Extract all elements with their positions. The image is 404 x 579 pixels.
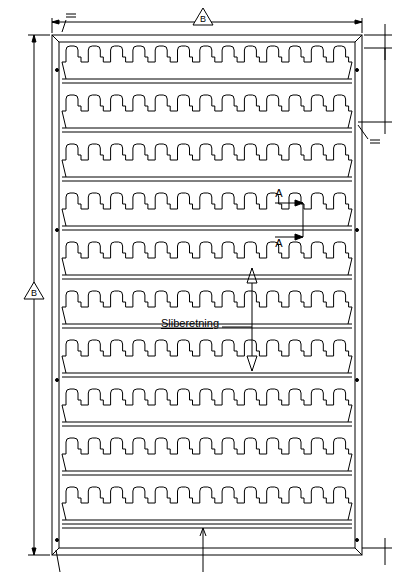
divider-end — [62, 454, 66, 471]
divider-end — [348, 209, 352, 226]
divider-end — [62, 503, 66, 520]
hole — [356, 539, 359, 542]
slot-row — [62, 291, 352, 307]
slot-row — [62, 438, 352, 454]
divider — [62, 279, 352, 280]
divider — [62, 83, 352, 84]
divider-end — [348, 503, 352, 520]
dimension-ref: B — [30, 289, 38, 298]
revision-triangle — [193, 8, 213, 25]
slot-row — [62, 389, 352, 405]
slot-row — [62, 340, 352, 356]
divider — [62, 475, 352, 476]
divider — [62, 426, 352, 427]
slot-row — [62, 46, 352, 62]
divider-end — [348, 62, 352, 79]
divider — [62, 373, 352, 374]
divider-end — [348, 405, 352, 422]
divider-end — [62, 111, 66, 128]
divider-end — [62, 356, 66, 373]
divider — [62, 79, 352, 80]
divider — [62, 226, 352, 227]
hole — [56, 229, 59, 232]
divider-end — [348, 160, 352, 177]
hole — [356, 229, 359, 232]
dimension-ref: B — [199, 15, 207, 24]
divider-end — [62, 209, 66, 226]
divider-end — [62, 258, 66, 275]
divider-end — [348, 307, 352, 324]
slot-row — [62, 95, 352, 111]
divider — [62, 128, 352, 129]
slot-row — [62, 193, 352, 209]
inner-frame — [59, 42, 355, 548]
note-text: Sliberetning — [161, 318, 219, 329]
divider-end — [62, 307, 66, 324]
section-label: A — [275, 188, 282, 199]
divider — [62, 132, 352, 133]
divider-end — [348, 454, 352, 471]
slot-row — [62, 487, 352, 503]
slot-row — [62, 242, 352, 258]
divider — [62, 471, 352, 472]
divider — [62, 177, 352, 178]
hole — [356, 379, 359, 382]
hole — [56, 539, 59, 542]
divider — [62, 377, 352, 378]
hole — [56, 379, 59, 382]
divider — [62, 275, 352, 276]
hole — [56, 69, 59, 72]
divider-end — [62, 405, 66, 422]
divider — [62, 520, 352, 521]
divider-end — [348, 356, 352, 373]
divider — [62, 230, 352, 231]
divider-end — [62, 62, 66, 79]
divider-end — [348, 258, 352, 275]
divider — [62, 422, 352, 423]
divider — [62, 524, 352, 525]
section-label: A — [275, 238, 282, 249]
bottom-plate — [62, 528, 352, 529]
divider-end — [348, 111, 352, 128]
slot-row — [62, 144, 352, 160]
divider-end — [62, 160, 66, 177]
divider — [62, 181, 352, 182]
revision-triangle — [24, 282, 44, 299]
hole — [356, 69, 359, 72]
outer-frame — [52, 35, 362, 555]
